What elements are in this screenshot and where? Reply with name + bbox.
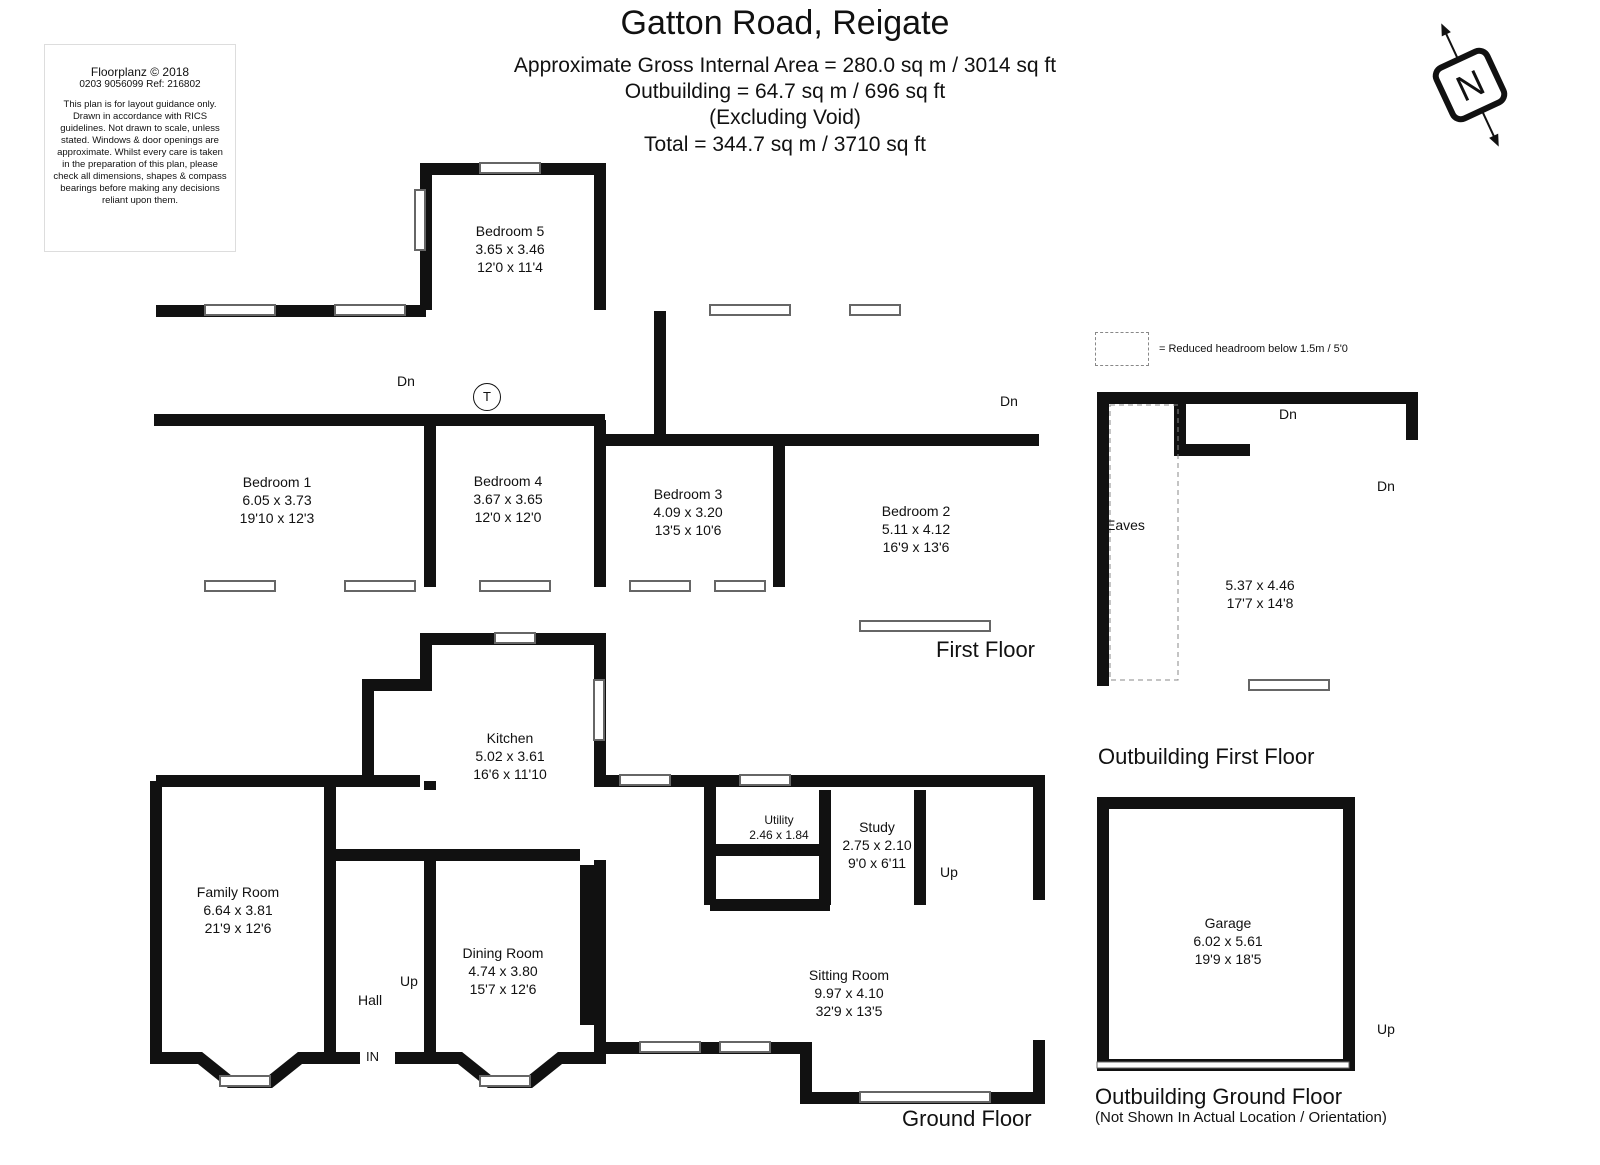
outbuilding-location-note: (Not Shown In Actual Location / Orientat… — [1095, 1109, 1387, 1126]
room-family-room: Family Room 6.64 x 3.81 21'9 x 12'6 — [197, 883, 279, 937]
room-imperial: 16'9 x 13'6 — [882, 539, 950, 555]
dashed-box-icon — [1095, 332, 1149, 366]
water-tank-icon: T — [473, 383, 501, 411]
room-metric: 2.75 x 2.10 — [842, 837, 912, 853]
room-metric: 9.97 x 4.10 — [814, 985, 884, 1001]
excluding-void: (Excluding Void) — [709, 106, 861, 129]
room-metric: 4.74 x 3.80 — [468, 963, 538, 979]
room-name: Bedroom 4 — [473, 473, 543, 489]
legend-text: = Reduced headroom below 1.5m / 5'0 — [1159, 343, 1348, 355]
room-name: Sitting Room — [808, 967, 890, 983]
room-name: Bedroom 5 — [475, 223, 545, 239]
room-imperial: 19'10 x 12'3 — [239, 510, 315, 526]
room-metric: 5.11 x 4.12 — [881, 521, 951, 537]
room-metric: 6.05 x 3.73 — [242, 492, 312, 508]
room-name: Study — [859, 819, 895, 835]
room-name: Kitchen — [486, 730, 534, 746]
room-imperial: 15'7 x 12'6 — [469, 981, 537, 997]
total-area: Total = 344.7 sq m / 3710 sq ft — [644, 133, 926, 156]
room-dining-room: Dining Room 4.74 x 3.80 15'7 x 12'6 — [463, 944, 544, 998]
stairs-down-label: Dn — [397, 373, 415, 389]
compass-icon: N — [1432, 23, 1508, 147]
room-name: Family Room — [196, 884, 280, 900]
room-metric: 5.02 x 3.61 — [475, 748, 545, 764]
room-metric: 6.02 x 5.61 — [1193, 933, 1263, 949]
room-imperial: 9'0 x 6'11 — [847, 855, 907, 871]
room-imperial: 21'9 x 12'6 — [204, 920, 272, 936]
room-imperial: 12'0 x 11'4 — [477, 259, 543, 275]
eaves-label: Eaves — [1106, 517, 1145, 533]
outbuilding-first-floor-label: Outbuilding First Floor — [1098, 744, 1315, 769]
room-bedroom-2: Bedroom 2 5.11 x 4.12 16'9 x 13'6 — [882, 502, 950, 556]
disclaimer-text: This plan is for layout guidance only. D… — [53, 99, 227, 206]
stairs-down-label: Dn — [1377, 478, 1395, 494]
room-imperial: 17'7 x 14'8 — [1226, 595, 1294, 611]
stairs-up-label: Up — [940, 864, 958, 880]
headroom-legend: = Reduced headroom below 1.5m / 5'0 — [1095, 332, 1348, 366]
room-outbuilding-loft: 5.37 x 4.46 17'7 x 14'8 — [1225, 576, 1294, 612]
room-imperial: 8'1 x 6'0 — [757, 843, 801, 857]
stairs-up-label: Up — [1377, 1021, 1395, 1037]
room-metric: 2.46 x 1.84 — [749, 828, 809, 842]
room-imperial: 13'5 x 10'6 — [654, 522, 722, 538]
outbuilding-area: Outbuilding = 64.7 sq m / 696 sq ft — [624, 80, 946, 103]
room-metric: 6.64 x 3.81 — [203, 902, 273, 918]
room-name: Bedroom 2 — [881, 503, 951, 519]
outbuilding-first-floor-walls — [1097, 392, 1418, 686]
hall-label: Hall — [358, 992, 383, 1008]
eaves-reduced-headroom — [1109, 404, 1179, 681]
room-metric: 3.65 x 3.46 — [475, 241, 545, 257]
room-study: Study 2.75 x 2.10 9'0 x 6'11 — [842, 818, 911, 872]
room-imperial: 32'9 x 13'5 — [815, 1003, 883, 1019]
room-imperial: 12'0 x 12'0 — [474, 509, 542, 525]
room-kitchen: Kitchen 5.02 x 3.61 16'6 x 11'10 — [473, 729, 547, 783]
stairs-down-label: Dn — [1000, 393, 1018, 409]
room-bedroom-4: Bedroom 4 3.67 x 3.65 12'0 x 12'0 — [473, 472, 542, 526]
room-name: Utility — [764, 813, 794, 827]
room-sitting-room: Sitting Room 9.97 x 4.10 32'9 x 13'5 — [809, 966, 889, 1020]
room-name: Dining Room — [462, 945, 544, 961]
gross-internal-area: Approximate Gross Internal Area = 280.0 … — [513, 54, 1057, 77]
stairs-down-label: Dn — [1279, 406, 1297, 422]
room-name: Garage — [1204, 915, 1252, 931]
room-imperial: 19'9 x 18'5 — [1194, 951, 1262, 967]
disclaimer-box: Floorplanz © 2018 0203 9056099 Ref: 2168… — [44, 44, 236, 252]
room-metric: 4.09 x 3.20 — [653, 504, 723, 520]
company-contact: 0203 9056099 Ref: 216802 — [79, 79, 201, 90]
plan-title: Gatton Road, Reigate — [620, 4, 950, 42]
stairs-up-label: Up — [400, 973, 418, 989]
room-bedroom-3: Bedroom 3 4.09 x 3.20 13'5 x 10'6 — [653, 485, 722, 539]
company-name: Floorplanz © 2018 — [90, 65, 190, 79]
room-metric: 5.37 x 4.46 — [1225, 577, 1295, 593]
windows — [204, 162, 1330, 1103]
room-bedroom-5: Bedroom 5 3.65 x 3.46 12'0 x 11'4 — [475, 222, 544, 276]
outbuilding-ground-floor-label: Outbuilding Ground Floor — [1095, 1084, 1343, 1109]
ground-floor-label: Ground Floor — [902, 1106, 1032, 1131]
room-metric: 3.67 x 3.65 — [473, 491, 543, 507]
entrance-label: IN — [366, 1049, 379, 1064]
room-name: Bedroom 1 — [242, 474, 312, 490]
room-name: Bedroom 3 — [653, 486, 723, 502]
first-floor-label: First Floor — [936, 637, 1035, 662]
room-garage: Garage 6.02 x 5.61 19'9 x 18'5 — [1193, 914, 1262, 968]
room-bedroom-1: Bedroom 1 6.05 x 3.73 19'10 x 12'3 — [240, 473, 315, 527]
room-imperial: 16'6 x 11'10 — [473, 766, 547, 782]
